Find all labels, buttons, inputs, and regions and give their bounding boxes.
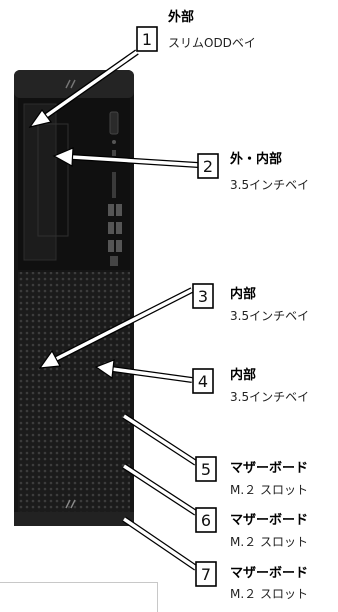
callout-subtitle-6: M.２ スロット <box>230 535 308 549</box>
callout-number-3: 3 <box>198 287 208 306</box>
callout-title-2: 外・内部 <box>229 151 282 167</box>
pc-tower <box>14 70 134 526</box>
callout-title-4: 内部 <box>230 367 256 383</box>
callout-number-1: 1 <box>142 30 152 49</box>
front-port <box>112 150 116 156</box>
callout-box-7: 7 <box>195 561 217 587</box>
tower-base <box>14 512 134 526</box>
callout-box-2: 2 <box>197 153 219 179</box>
usb-c-port <box>110 256 118 266</box>
audio-jack-icon <box>112 140 116 144</box>
callout-title-3: 内部 <box>230 286 256 302</box>
hp-logo-icon <box>65 79 76 89</box>
usb-port <box>108 204 114 216</box>
arrow-5 <box>122 413 198 466</box>
usb-port <box>116 240 122 252</box>
front-mesh-grille <box>18 272 130 522</box>
arrow-4 <box>94 359 193 383</box>
callout-subtitle-4: 3.5インチベイ <box>230 390 309 404</box>
callout-subtitle-5: M.２ スロット <box>230 483 308 497</box>
callout-box-1: 1 <box>136 26 158 52</box>
callout-box-3: 3 <box>192 283 214 309</box>
callout-subtitle-7: M.２ スロット <box>230 587 308 601</box>
arrow-7 <box>122 516 198 571</box>
arrow-1 <box>28 49 139 128</box>
sd-slot <box>112 172 116 198</box>
callout-box-4: 4 <box>192 368 214 394</box>
callout-title-5: マザーボード <box>230 460 308 476</box>
usb-port <box>116 222 122 234</box>
z-logo-icon <box>65 499 76 509</box>
callout-subtitle-1: スリムODDベイ <box>168 36 256 50</box>
bottom-frame <box>0 582 158 612</box>
callout-number-2: 2 <box>203 157 213 176</box>
callout-arrows <box>28 49 199 571</box>
slim-odd-bay <box>23 103 57 261</box>
callout-subtitle-2: 3.5インチベイ <box>230 178 309 192</box>
callout-box-6: 6 <box>195 507 217 533</box>
callout-title-6: マザーボード <box>230 512 308 528</box>
callout-title-1: 外部 <box>167 9 194 25</box>
callout-title-7: マザーボード <box>230 565 308 581</box>
callout-labels: 外部 スリムODDベイ 外・内部 3.5インチベイ 内部 3.5インチベイ 内部… <box>167 9 309 601</box>
usb-port <box>108 222 114 234</box>
drive-bay-outline <box>37 123 69 237</box>
callout-number-4: 4 <box>198 372 208 391</box>
arrow-3 <box>38 287 194 369</box>
arrow-6 <box>122 463 198 516</box>
callout-number-boxes: 1 2 3 4 5 6 7 <box>136 26 219 587</box>
arrow-2 <box>52 147 199 168</box>
power-button <box>109 111 119 135</box>
usb-port <box>116 204 122 216</box>
callout-number-7: 7 <box>201 565 211 584</box>
callout-number-5: 5 <box>201 460 211 479</box>
callout-number-6: 6 <box>201 511 211 530</box>
usb-port <box>108 240 114 252</box>
callout-box-5: 5 <box>195 456 217 482</box>
callout-subtitle-3: 3.5インチベイ <box>230 309 309 323</box>
